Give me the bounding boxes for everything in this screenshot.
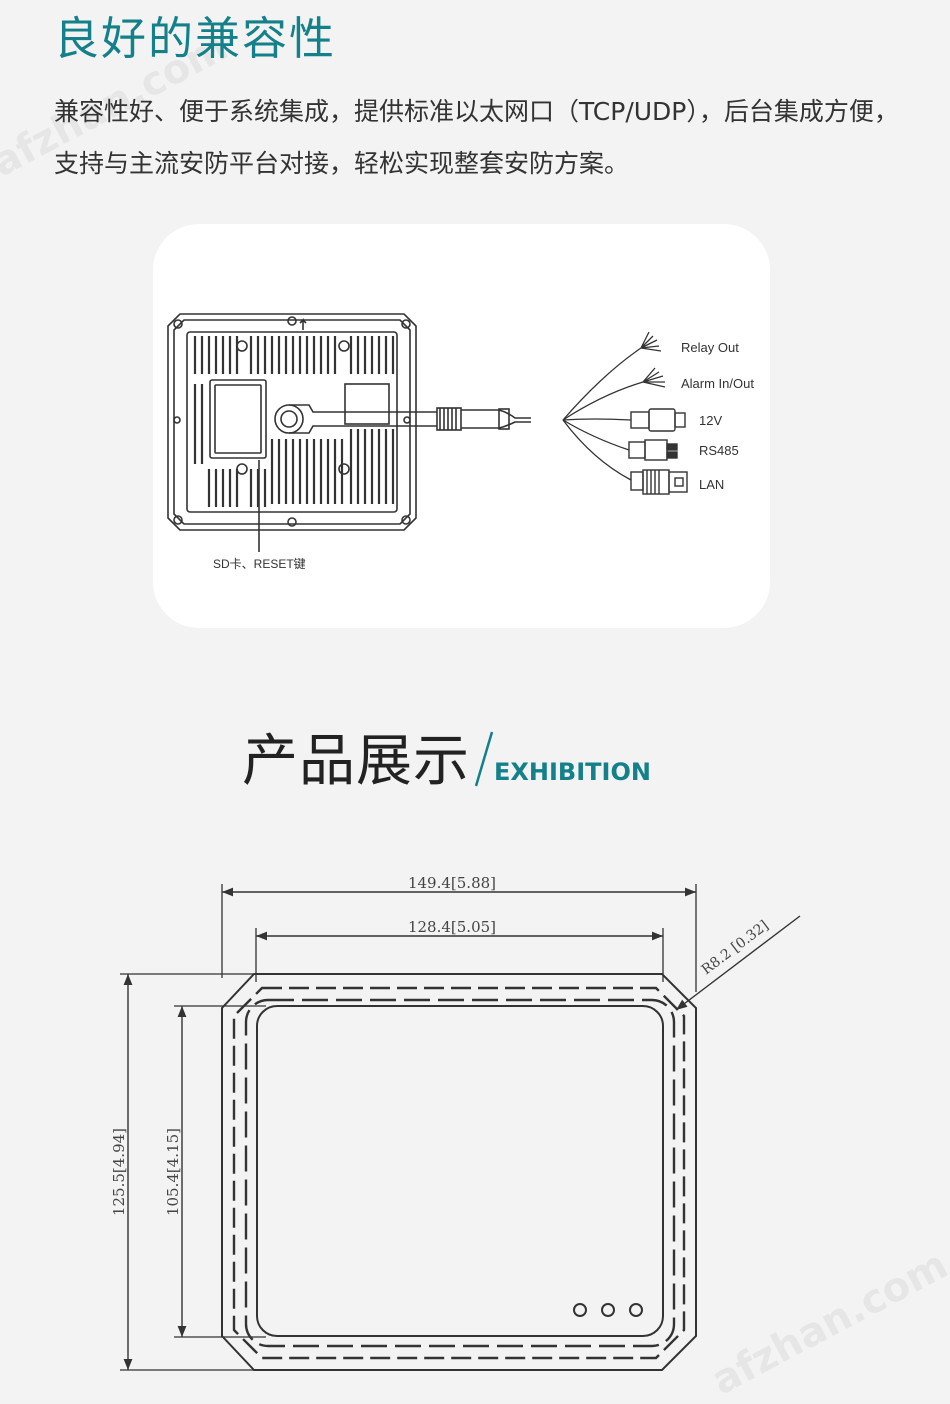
dim-corner-radius: R8.2 [0.32] bbox=[699, 918, 772, 979]
exhibition-title-en: EXHIBITION bbox=[494, 758, 651, 786]
label-rs485: RS485 bbox=[699, 443, 739, 458]
dim-inner-width: 128.4[5.05] bbox=[408, 918, 496, 936]
label-12v: 12V bbox=[699, 413, 722, 428]
device-outline bbox=[221, 973, 697, 1371]
main-cable bbox=[289, 404, 531, 434]
dim-outer-height: 125.5[4.94] bbox=[110, 1128, 128, 1216]
heatsink-fins bbox=[193, 336, 395, 507]
indicator-holes bbox=[573, 1303, 643, 1317]
wiring-diagram: Relay Out Alarm In/Out 12V RS485 LAN SD卡… bbox=[167, 313, 754, 571]
extension-lines bbox=[120, 884, 697, 1371]
lan-connector bbox=[630, 469, 688, 495]
relay-out-wires bbox=[640, 331, 662, 352]
label-relay-out: Relay Out bbox=[681, 340, 739, 355]
section-title-compatibility: 良好的兼容性 bbox=[54, 12, 337, 65]
label-sd-reset: SD卡、RESET键 bbox=[213, 557, 306, 571]
dim-outer-width: 149.4[5.88] bbox=[408, 874, 496, 892]
alarm-io-wires bbox=[642, 367, 666, 388]
fan-out-wires bbox=[562, 347, 644, 481]
slash-divider bbox=[474, 731, 494, 787]
wiring-diagram-card: Relay Out Alarm In/Out 12V RS485 LAN SD卡… bbox=[153, 224, 770, 628]
dimension-drawing: 149.4[5.88] 128.4[5.05] 125.5[4.94] 105.… bbox=[0, 840, 950, 1404]
dimension-svg: 149.4[5.88] 128.4[5.05] 125.5[4.94] 105.… bbox=[110, 874, 801, 1371]
label-alarm-io: Alarm In/Out bbox=[681, 376, 754, 391]
label-lan: LAN bbox=[699, 477, 724, 492]
compatibility-description: 兼容性好、便于系统集成，提供标准以太网口（TCP/UDP），后台集成方便，支持与… bbox=[54, 97, 899, 178]
dim-inner-height: 105.4[4.15] bbox=[164, 1128, 182, 1216]
rs485-connector bbox=[628, 439, 678, 461]
dimension-arrows bbox=[123, 887, 801, 1370]
exhibition-title-cn: 产品展示 bbox=[242, 729, 470, 794]
dc-12v-connector bbox=[630, 408, 686, 432]
